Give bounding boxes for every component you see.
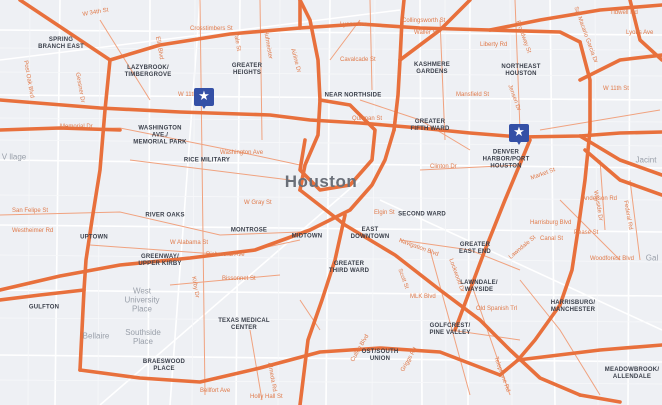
neighborhood-label: NEAR NORTHSIDE <box>324 92 382 99</box>
neighborhood-label: BRAESWOOD PLACE <box>142 359 186 372</box>
neighborhood-label: MEADOWBROOK/ ALLENDALE <box>604 367 660 380</box>
street-label: Liberty Rd <box>480 42 508 48</box>
marker-pin-tip <box>516 140 522 145</box>
street-label: Canal St <box>540 236 564 242</box>
street-label: W 11th St <box>178 92 204 98</box>
street-label: Lyons Ave <box>340 22 368 28</box>
place-label: Southside Place <box>125 328 161 346</box>
neighborhood-label: NORTHEAST HOUSTON <box>501 64 541 77</box>
street-label: Lyons Ave <box>626 30 654 36</box>
street-label: Holly Hall St <box>250 394 283 400</box>
neighborhood-label: SPRING BRANCH EAST <box>38 37 84 50</box>
street-label: Mansfield St <box>456 92 490 98</box>
neighborhood-label: TEXAS MEDICAL CENTER <box>218 318 270 331</box>
street-label: Tidwell Rd <box>610 10 638 16</box>
location-marker[interactable]: ★ <box>509 124 529 146</box>
star-icon: ★ <box>513 125 525 140</box>
neighborhood-label: GOLFCREST/ PINE VALLEY <box>429 323 471 336</box>
street-label: Collingsworth St <box>402 18 446 24</box>
place-label: V llage <box>1 152 27 162</box>
neighborhood-label: MONTROSE <box>230 227 268 234</box>
street-label: Westheimer Rd <box>12 228 54 234</box>
street-label: Clinton Dr <box>430 164 457 170</box>
city-label-houston: Houston <box>284 172 358 191</box>
street-label: Richmond Ave <box>206 252 245 258</box>
street-label: Cavalcade St <box>340 57 376 63</box>
neighborhood-label: GREATER FIFTH WARD <box>410 119 450 132</box>
star-icon: ★ <box>198 89 210 104</box>
marker-pin <box>509 124 529 142</box>
street-label: Harrisburg Blvd <box>530 220 572 226</box>
place-label: Bellaire <box>82 331 110 341</box>
neighborhood-label: GULFTON <box>28 304 60 311</box>
street-label: Waller St <box>414 30 439 36</box>
neighborhood-label: LAZYBROOK/ TIMBERGROVE <box>124 65 172 78</box>
street-label: MLK Blvd <box>410 294 436 300</box>
street-label: Memorial Dr <box>60 124 93 130</box>
neighborhood-label: WASHINGTON AVE./ MEMORIAL PARK <box>133 125 187 146</box>
street-label: Bellfort Ave <box>200 388 231 394</box>
neighborhood-label: GREATER HEIGHTS <box>231 63 263 76</box>
street-label: Crosstimbers St <box>190 26 233 32</box>
marker-pin <box>194 88 214 106</box>
street-label: Pease St <box>574 230 599 236</box>
street-label: San Felipe St <box>12 208 49 214</box>
neighborhood-label: OST/SOUTH UNION <box>361 349 399 362</box>
place-label: West University Place <box>124 286 160 314</box>
street-label: Elgin St <box>374 210 395 216</box>
location-marker[interactable]: ★ <box>194 88 214 110</box>
neighborhood-label: KASHMERE GARDENS <box>414 62 450 75</box>
place-label: Jacint <box>635 155 657 165</box>
street-label: Bissonnet St <box>222 276 256 282</box>
neighborhood-label: GREATER THIRD WARD <box>328 261 370 274</box>
street-label: W Gray St <box>244 200 272 206</box>
neighborhood-label: SECOND WARD <box>398 211 446 218</box>
neighborhood-label: LAWNDALE/ WAYSIDE <box>460 280 498 293</box>
neighborhood-label: EAST DOWNTOWN <box>350 227 390 240</box>
street-label: Woodforest Blvd <box>590 256 634 262</box>
neighborhood-label: RICE MILITARY <box>183 157 231 164</box>
street-label: Washington Ave <box>220 150 264 156</box>
neighborhood-label: GREATER EAST END <box>459 242 491 255</box>
neighborhood-label: UPTOWN <box>80 234 108 241</box>
street-label: W 11th St <box>603 86 629 92</box>
neighborhood-label: MIDTOWN <box>291 233 323 240</box>
neighborhood-label: GREENWAY/ UPPER KIRBY <box>138 254 182 267</box>
street-label: Anderson Rd <box>582 196 618 202</box>
street-label: Old Spanish Trl <box>476 306 518 312</box>
neighborhood-label: RIVER OAKS <box>145 212 185 219</box>
street-label: W Alabama St <box>170 240 209 246</box>
place-label: Gal <box>645 253 659 263</box>
neighborhood-label: DENVER HARBOR/PORT HOUSTON <box>482 149 530 170</box>
neighborhood-label: HARRISBURG/ MANCHESTER <box>550 300 596 313</box>
marker-pin-tip <box>201 104 207 109</box>
street-label: Quitman St <box>352 116 383 122</box>
